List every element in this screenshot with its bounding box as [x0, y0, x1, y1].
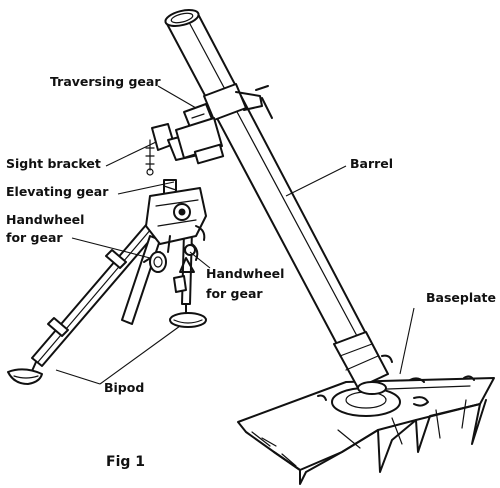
label-sight-bracket: Sight bracket — [6, 156, 101, 171]
barrel — [164, 9, 393, 395]
label-elevating-gear: Elevating gear — [6, 184, 109, 199]
label-barrel: Barrel — [350, 156, 393, 171]
label-baseplate: Baseplate — [426, 290, 496, 305]
handwheel-left — [143, 251, 167, 273]
handwheel-right — [184, 243, 199, 261]
label-handwheel-left-line2: for gear — [6, 230, 63, 245]
bipod — [7, 217, 207, 385]
leader-lines — [55, 85, 415, 385]
label-bipod: Bipod — [104, 380, 144, 395]
label-handwheel-left-line1: Handwheel — [6, 212, 84, 227]
label-traversing-gear: Traversing gear — [50, 74, 161, 89]
label-handwheel-right-line1: Handwheel — [206, 266, 284, 281]
traversing-gear — [175, 117, 225, 165]
baseplate — [237, 375, 495, 485]
label-handwheel-right-line2: for gear — [206, 286, 263, 301]
elevating-gear — [145, 179, 207, 253]
figure-caption: Fig 1 — [106, 454, 145, 470]
